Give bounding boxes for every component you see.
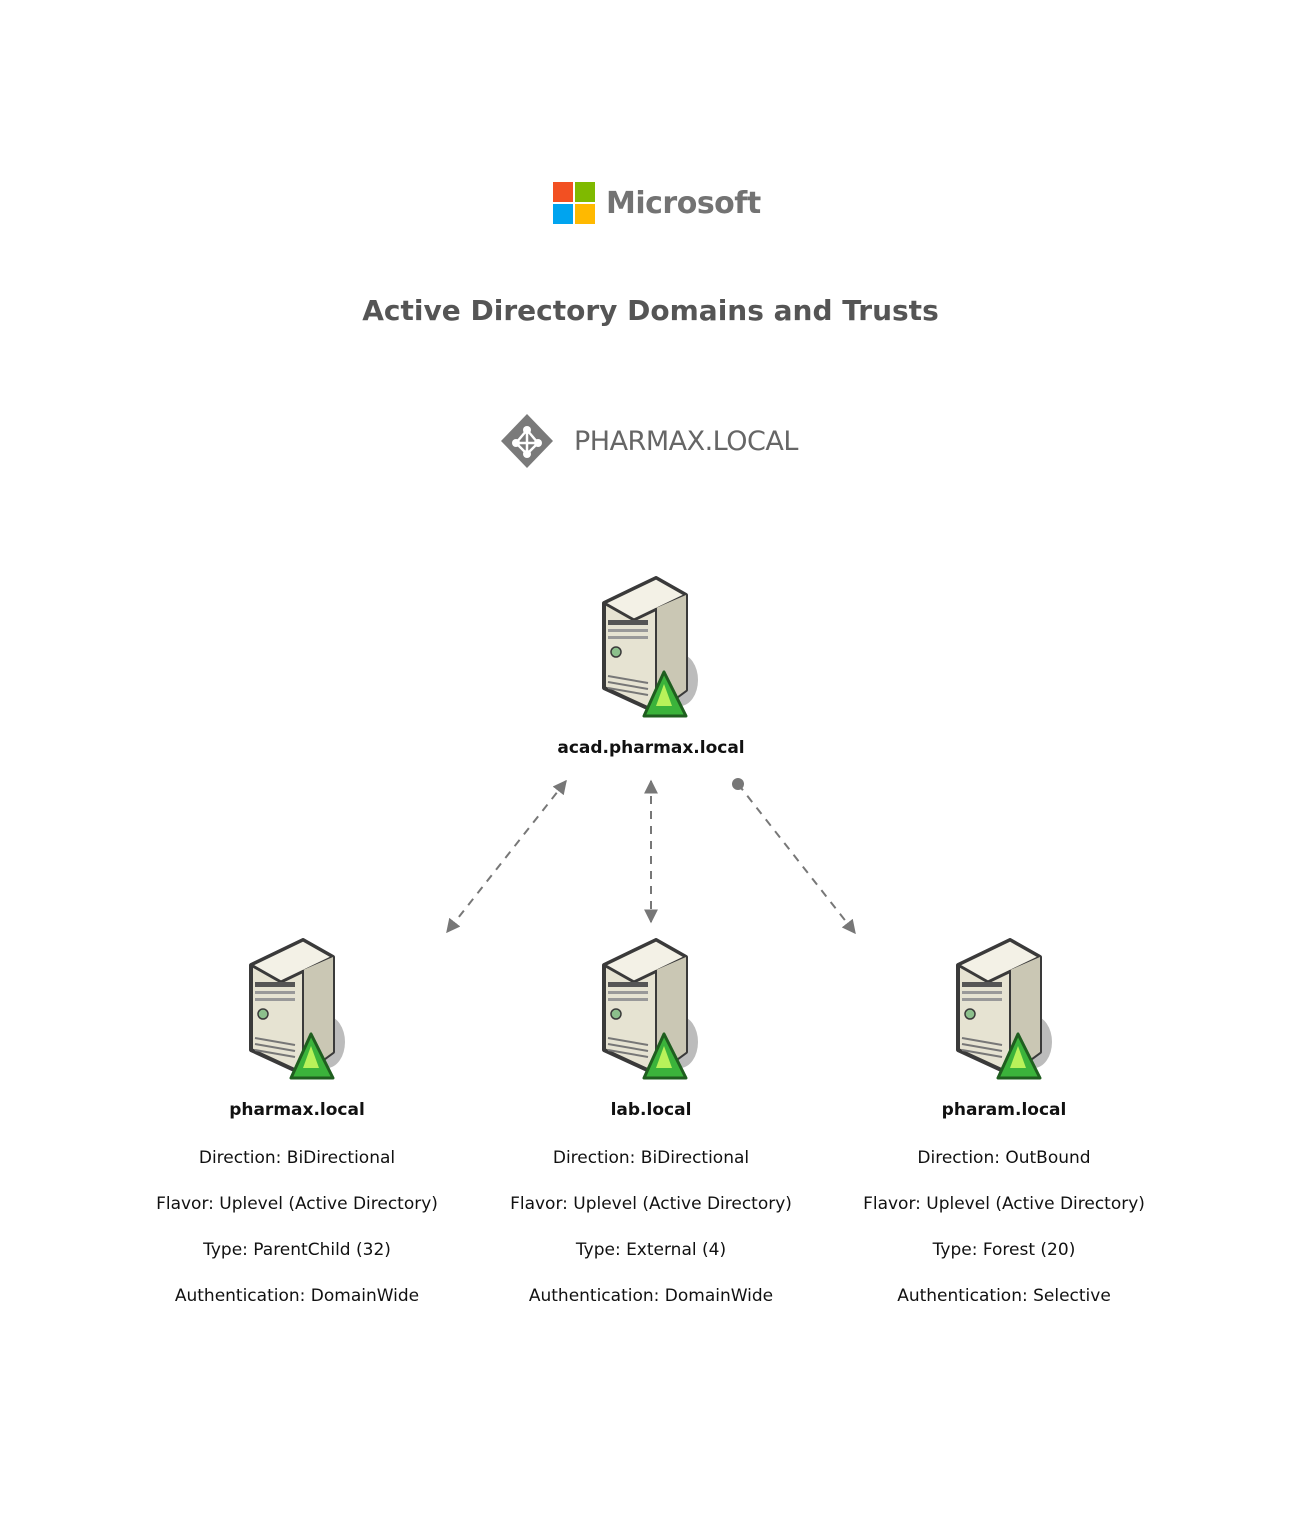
active-directory-icon bbox=[501, 414, 553, 468]
microsoft-logo-icon bbox=[553, 182, 595, 224]
trust-link-pharmax bbox=[446, 779, 567, 934]
trust-authentication: Authentication: Selective bbox=[897, 1286, 1111, 1306]
trust-flavor: Flavor: Uplevel (Active Directory) bbox=[863, 1194, 1145, 1214]
forest-header: PHARMAX.LOCAL bbox=[500, 413, 798, 469]
trust-direction: Direction: BiDirectional bbox=[198, 1148, 396, 1168]
forest-label: PHARMAX.LOCAL bbox=[574, 425, 798, 457]
trust-authentication: Authentication: DomainWide bbox=[174, 1286, 420, 1306]
root-domain-name: acad.pharmax.local bbox=[557, 738, 745, 758]
server-icon bbox=[245, 938, 349, 1082]
trust-properties: Direction: BiDirectional Flavor: Uplevel… bbox=[117, 1147, 477, 1331]
trust-flavor: Flavor: Uplevel (Active Directory) bbox=[156, 1194, 438, 1214]
server-icon bbox=[952, 938, 1056, 1082]
trust-authentication: Authentication: DomainWide bbox=[528, 1286, 774, 1306]
logo-text: Microsoft bbox=[606, 185, 761, 221]
trust-properties: Direction: BiDirectional Flavor: Uplevel… bbox=[471, 1147, 831, 1331]
trust-domain-name: lab.local bbox=[610, 1100, 692, 1120]
server-icon bbox=[598, 576, 702, 720]
trust-link-pharam bbox=[737, 783, 856, 935]
trust-properties: Direction: OutBound Flavor: Uplevel (Act… bbox=[824, 1147, 1184, 1331]
server-icon bbox=[598, 938, 702, 1082]
page-title: Active Directory Domains and Trusts bbox=[362, 294, 939, 327]
trust-direction: Direction: OutBound bbox=[917, 1148, 1091, 1168]
trust-domain-name: pharmax.local bbox=[229, 1100, 365, 1120]
trust-domain-name: pharam.local bbox=[941, 1100, 1067, 1120]
trust-direction: Direction: BiDirectional bbox=[552, 1148, 750, 1168]
microsoft-logo: Microsoft bbox=[553, 182, 761, 224]
trust-type: Type: Forest (20) bbox=[932, 1240, 1076, 1260]
trust-type: Type: External (4) bbox=[575, 1240, 727, 1260]
trust-link-pharam-origin bbox=[732, 778, 744, 790]
trust-type: Type: ParentChild (32) bbox=[203, 1240, 391, 1260]
trust-flavor: Flavor: Uplevel (Active Directory) bbox=[510, 1194, 792, 1214]
